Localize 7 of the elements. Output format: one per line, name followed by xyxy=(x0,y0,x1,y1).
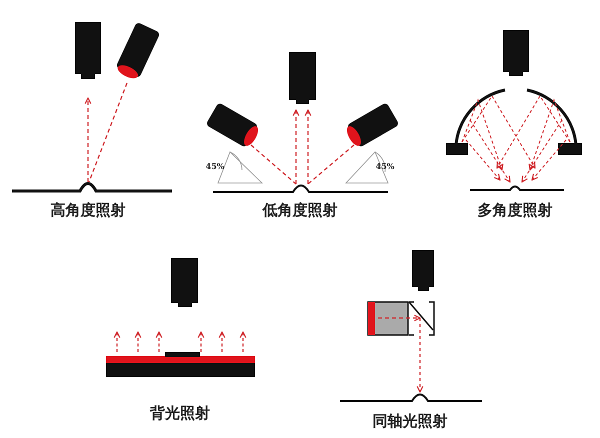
caption: 高角度照射 xyxy=(50,201,126,220)
angle-label: 45% xyxy=(206,161,224,171)
angle-label: 45% xyxy=(376,161,394,171)
caption: 同轴光照射 xyxy=(372,412,448,431)
caption: 多角度照射 xyxy=(478,201,552,220)
caption: 低角度照射 xyxy=(262,201,338,220)
caption: 背光照射 xyxy=(150,404,210,423)
